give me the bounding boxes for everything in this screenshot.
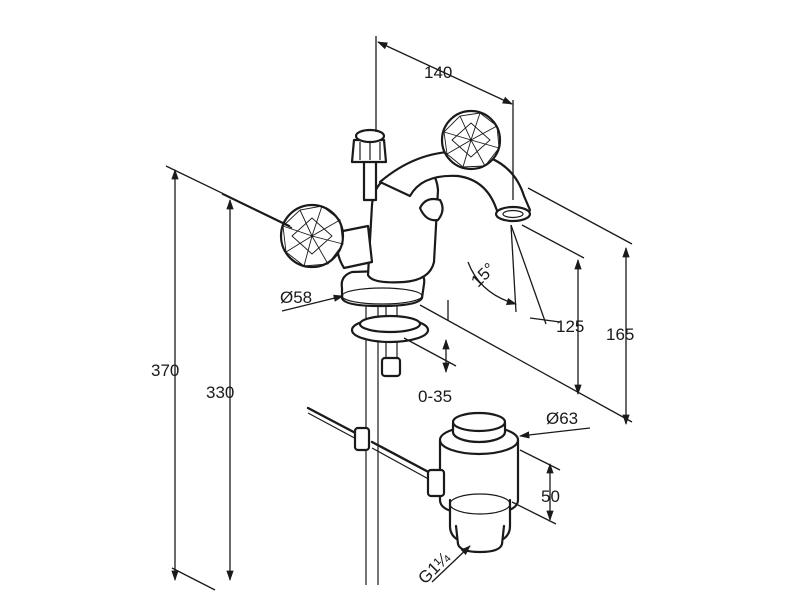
dim-63-line	[518, 427, 591, 439]
label-diameter-63: Ø63	[546, 409, 578, 428]
dim-165-ext-top	[527, 187, 633, 245]
spout-aerator	[494, 205, 532, 223]
label-330: 330	[206, 383, 234, 402]
label-50: 50	[541, 487, 560, 506]
label-140: 140	[424, 63, 452, 82]
label-g1-quarter: G1¼	[414, 548, 454, 588]
dim-58-line	[281, 294, 345, 312]
dim-15-ray-1	[510, 224, 517, 313]
pivot-rod	[370, 440, 438, 478]
rod-nut	[380, 356, 402, 378]
left-crystal-handle	[279, 203, 345, 269]
base-washer-top	[358, 314, 422, 334]
label-15-degrees: 15°	[467, 259, 499, 291]
dim-15-arc	[467, 261, 518, 305]
dimension-lines	[165, 36, 633, 591]
dim-g114-leader	[431, 545, 471, 583]
dim-330-ext-top	[221, 193, 293, 229]
lift-rod-edge	[307, 412, 363, 443]
linkage-clip	[353, 426, 371, 452]
label-diameter-58: Ø58	[280, 288, 312, 307]
spout-aerator-inner	[502, 209, 524, 219]
label-125: 125	[556, 317, 584, 336]
faucet-assembly	[279, 109, 532, 585]
dim-370-ext-top	[165, 165, 291, 227]
popup-lever-stem	[362, 158, 378, 202]
label-0-35: 0-35	[418, 387, 452, 406]
popup-lever-cap	[354, 128, 386, 144]
spout-joint	[418, 197, 444, 222]
dim-50-ext-top	[519, 449, 561, 471]
dim-125-ext-top	[521, 224, 585, 259]
right-crystal-handle	[440, 109, 502, 171]
label-165: 165	[606, 325, 634, 344]
dim-0-35-ext	[403, 337, 457, 367]
dim-370-ext-bottom	[171, 567, 216, 591]
dim-base-ext	[419, 304, 633, 423]
popup-lever-knob	[350, 138, 388, 164]
drain-waste-assembly	[426, 411, 520, 554]
pivot-rod-edge	[371, 447, 435, 483]
dim-140-line	[377, 41, 513, 105]
dim-15-ray-2	[510, 224, 547, 325]
label-370: 370	[151, 361, 179, 380]
dim-15-leader	[529, 317, 561, 323]
